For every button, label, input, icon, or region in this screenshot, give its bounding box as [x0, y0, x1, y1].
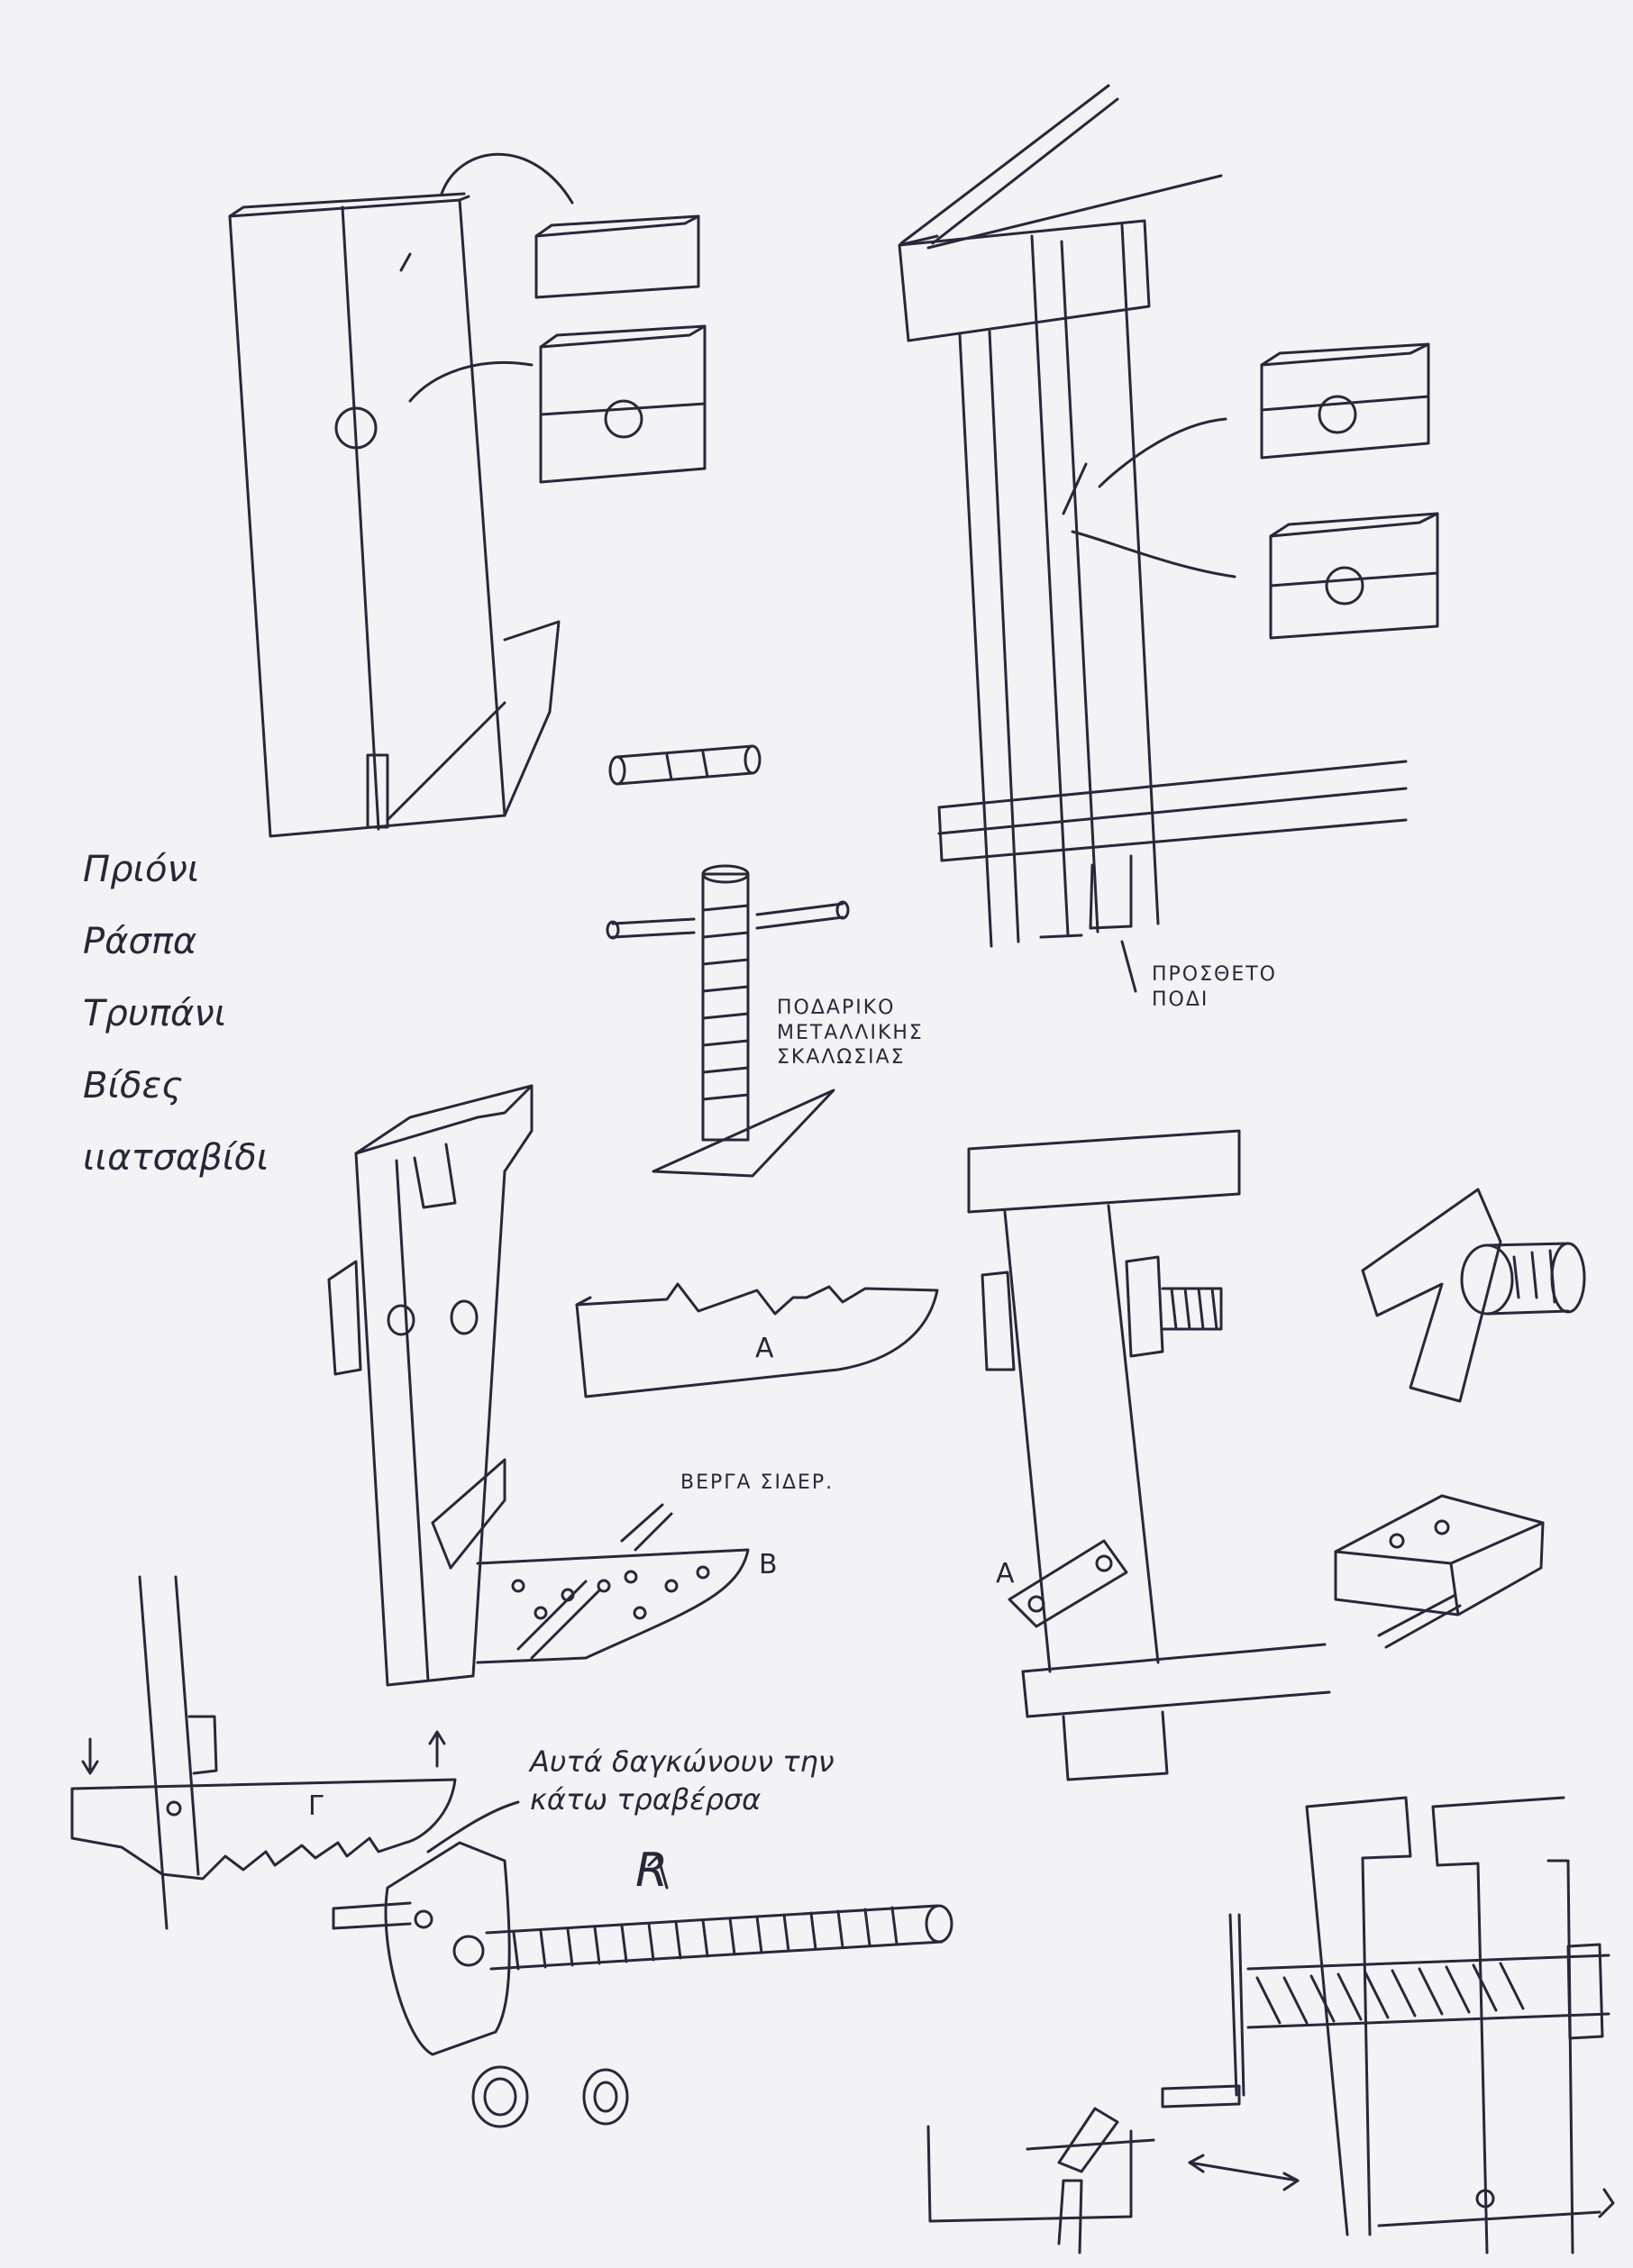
- part-a-side-label: A: [996, 1558, 1015, 1589]
- bite-note-line-1: Αυτά δαγκώνουν την: [530, 1744, 835, 1779]
- post-assembly-middle: [327, 1084, 750, 1687]
- part-b-label: B: [759, 1549, 778, 1580]
- part-g-label: Γ: [308, 1790, 324, 1822]
- clamp-block-small: [534, 214, 700, 299]
- clamp-block-hole: [539, 324, 707, 484]
- extra-leg-label: ΠΡΟΣΘΕΤΟ ΠΟΔΙ: [1152, 962, 1277, 1012]
- bottom-right-assembly: [926, 1796, 1615, 2254]
- part-a-label: A: [755, 1333, 774, 1364]
- scaffold-foot-line-1: ΠΟΔΑΡΙΚΟ: [777, 997, 896, 1019]
- frame-top-right: [898, 84, 1408, 993]
- tool-screwdriver: ιιατσαβίδι: [83, 1137, 269, 1179]
- ratchet-detail-gamma: [70, 1575, 457, 1930]
- scaffold-foot-line-3: ΣΚΑΛΩΣΙΑΣ: [777, 1046, 906, 1069]
- bite-note-line-2: κάτω τραβέρσα: [530, 1781, 762, 1817]
- tool-drill: Τρυπάνι: [83, 993, 227, 1034]
- post-assembly-top-left: [228, 152, 574, 838]
- bracket-with-bolt: [1361, 1188, 1586, 1403]
- clamp-block-right-1: [1260, 342, 1430, 460]
- extra-leg-line-2: ΠΟΔΙ: [1152, 988, 1209, 1011]
- block-with-rod: [1334, 1494, 1545, 1649]
- tool-saw: Πριόνι: [83, 849, 200, 890]
- scaffold-foot-label: ΠΟΔΑΡΙΚΟ ΜΕΤΑΛΛΙΚΗΣ ΣΚΑΛΩΣΙΑΣ: [777, 996, 924, 1070]
- note-leader: [426, 1800, 520, 1854]
- iron-rod-label: ΒΕΡΓΑ ΣΙΔΕΡ.: [680, 1471, 835, 1494]
- bite-note: Αυτά δαγκώνουν την κάτω τραβέρσα: [530, 1744, 835, 1818]
- extra-leg-line-1: ΠΡΟΣΘΕΤΟ: [1152, 963, 1277, 986]
- tool-rasp: Ράσπα: [83, 921, 197, 962]
- post-assembly-right: [967, 1129, 1331, 1781]
- plate-threaded-rod: [332, 1841, 953, 2128]
- clamp-block-right-2: [1269, 512, 1439, 640]
- rod-r-label: R: [635, 1844, 669, 1898]
- pin: [608, 744, 762, 786]
- scaffold-foot-line-2: ΜΕΤΑΛΛΙΚΗΣ: [777, 1021, 924, 1044]
- ratchet-bar-a: [575, 1282, 939, 1398]
- scaffold-jack: [606, 864, 850, 1178]
- tool-screws: Βίδες: [83, 1065, 183, 1107]
- tools-list: Πριόνι Ράσπα Τρυπάνι Βίδες ιιατσαβίδι: [83, 852, 269, 1212]
